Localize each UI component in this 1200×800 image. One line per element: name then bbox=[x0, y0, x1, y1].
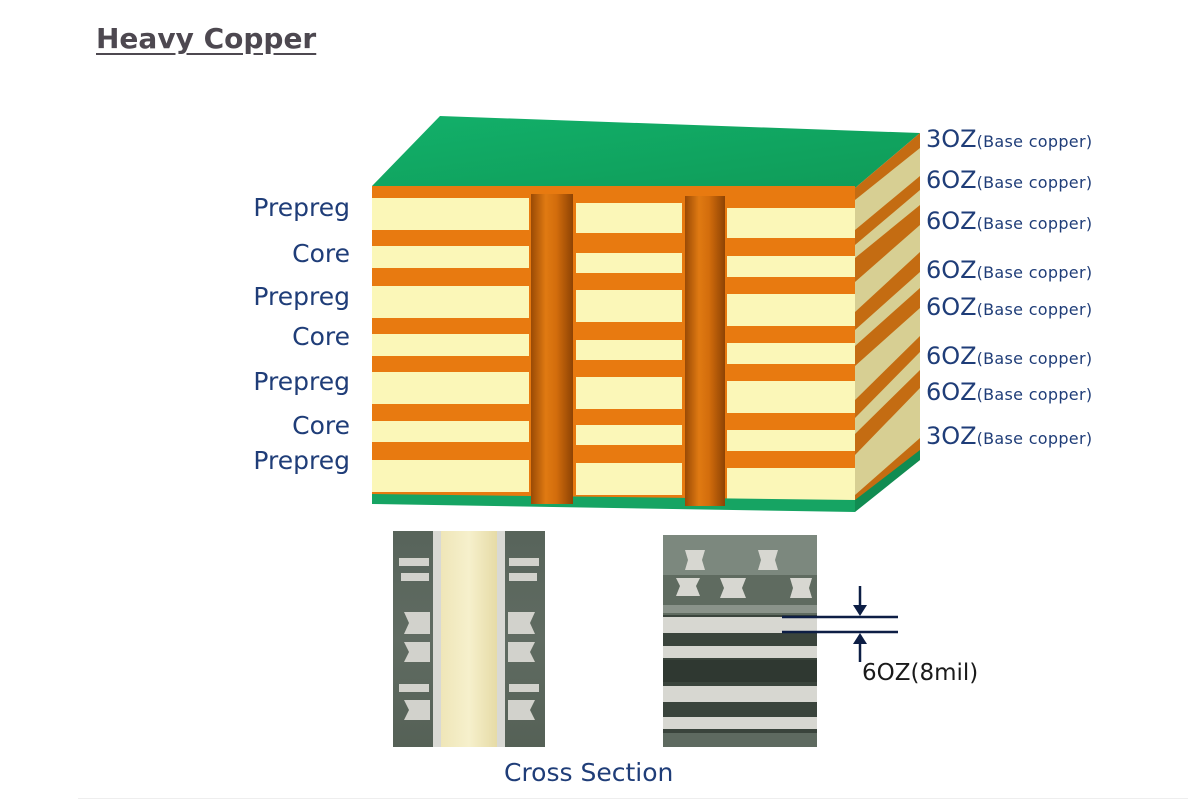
arrow-down-icon bbox=[853, 605, 867, 616]
solder-mask-top bbox=[372, 116, 920, 188]
cross-section-image-layers bbox=[663, 535, 817, 747]
layer-label-prepreg: Prepreg bbox=[253, 367, 350, 396]
copper-weight-label: 3OZ(Base copper) bbox=[926, 125, 1093, 153]
copper-weight-label: 6OZ(Base copper) bbox=[926, 293, 1093, 321]
layer-label-prepreg: Prepreg bbox=[253, 282, 350, 311]
dielectric-layers bbox=[372, 198, 855, 500]
cross-section-caption: Cross Section bbox=[504, 758, 674, 787]
copper-weight-label: 3OZ(Base copper) bbox=[926, 422, 1093, 450]
arrow-up-icon bbox=[853, 633, 867, 644]
copper-weight-label: 6OZ(Base copper) bbox=[926, 207, 1093, 235]
layer-label-core: Core bbox=[292, 239, 350, 268]
copper-weight-label: 6OZ(Base copper) bbox=[926, 256, 1093, 284]
plated-via bbox=[685, 196, 725, 506]
copper-weight-label: 6OZ(Base copper) bbox=[926, 378, 1093, 406]
copper-weight-label: 6OZ(Base copper) bbox=[926, 166, 1093, 194]
measurement-label: 6OZ(8mil) bbox=[862, 660, 979, 686]
layer-label-prepreg: Prepreg bbox=[253, 446, 350, 475]
layer-label-core: Core bbox=[292, 322, 350, 351]
plated-via bbox=[531, 194, 573, 504]
page-title: Heavy Copper bbox=[96, 22, 317, 55]
layer-label-core: Core bbox=[292, 411, 350, 440]
cross-section-image-via bbox=[393, 531, 545, 747]
layer-label-prepreg: Prepreg bbox=[253, 193, 350, 222]
copper-weight-label: 6OZ(Base copper) bbox=[926, 342, 1093, 370]
divider bbox=[78, 798, 1188, 799]
